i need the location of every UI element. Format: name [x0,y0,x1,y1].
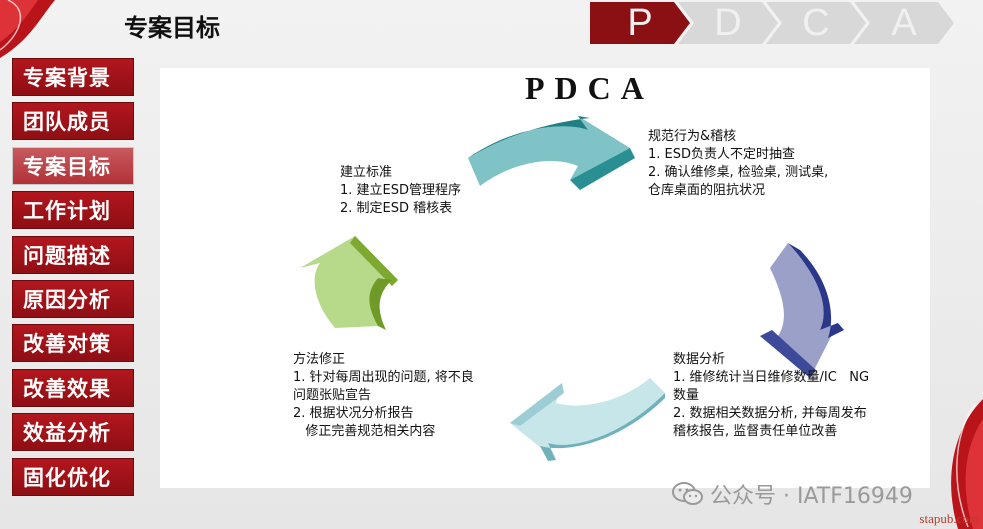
act-item-2: 2. 根据状况分析报告 [293,406,414,421]
sidebar-item-cause[interactable]: 原因分析 [12,279,134,318]
watermark-text: 公众号 · IATF16949 [710,484,913,509]
do-item-2-cont: 仓库桌面的阻抗状况 [648,183,766,198]
do-text-block: 规范行为&稽核 1. ESD负责人不定时抽查 2. 确认维修桌, 检验桌, 测试… [648,128,828,200]
page-title: 专案目标 [124,14,220,42]
plan-item-2: 2. 制定ESD 稽核表 [340,201,453,216]
check-item-2: 2. 数据相关数据分析, 并每周发布 [673,406,867,421]
pdca-tabs: P D C A [590,2,960,44]
do-arrow-icon [468,116,635,190]
act-item-1: 1. 针对每周出现的问题, 将不良 [293,370,474,385]
site-watermark: stapub.com [919,511,979,526]
diagram-title: PDCA [525,70,654,106]
act-item-1-cont: 问题张贴宣告 [293,388,372,403]
check-heading: 数据分析 [673,352,726,367]
check-text-block: 数据分析 1. 维修统计当日维修数量/IC NG 数量 2. 数据相关数据分析,… [673,351,869,441]
check-item-1: 1. 维修统计当日维修数量/IC NG [673,370,870,385]
tab-c[interactable]: C [766,2,866,44]
act-text-block: 方法修正 1. 针对每周出现的问题, 将不良 问题张贴宣告 2. 根据状况分析报… [293,351,474,441]
sidebar-item-plan[interactable]: 工作计划 [12,191,134,230]
check-item-1-cont: 数量 [673,388,700,403]
sidebar-item-standardize[interactable]: 固化优化 [12,457,134,496]
watermark: 公众号 · IATF16949 [672,478,913,510]
plan-arrow-icon [300,236,398,330]
sidebar-item-background[interactable]: 专案背景 [12,58,134,96]
sidebar-item-countermeasure[interactable]: 改善对策 [12,324,134,363]
pdca-cycle-diagram [300,116,844,461]
do-item-1: 1. ESD负责人不定时抽查 [648,147,796,162]
plan-heading: 建立标准 [340,165,393,180]
act-arrow-icon [510,378,665,461]
sidebar-item-team[interactable]: 团队成员 [12,102,134,141]
content-panel: PDCA [160,68,930,488]
tab-p[interactable]: P [590,2,690,44]
do-item-2: 2. 确认维修桌, 检验桌, 测试桌, [648,165,829,180]
sidebar-menu: 专案背景 团队成员 专案目标 工作计划 问题描述 原因分析 改善对策 改善效果 … [12,58,134,502]
sidebar-item-problem[interactable]: 问题描述 [12,235,134,274]
sidebar-item-benefit[interactable]: 效益分析 [12,413,134,452]
tab-d[interactable]: D [678,2,778,44]
sidebar-item-effect[interactable]: 改善效果 [12,368,134,407]
ribbon-decoration [0,0,55,58]
check-arrow-icon [760,243,844,378]
tab-a[interactable]: A [854,2,954,44]
sidebar-item-goal[interactable]: 专案目标 [12,146,134,185]
plan-item-1: 1. 建立ESD管理程序 [340,183,462,198]
act-heading: 方法修正 [293,352,346,367]
act-item-2-cont: 修正完善规范相关内容 [293,424,436,439]
plan-text-block: 建立标准 1. 建立ESD管理程序 2. 制定ESD 稽核表 [340,164,461,218]
wechat-icon [672,482,703,505]
do-heading: 规范行为&稽核 [648,129,737,144]
ribbon-decoration-bottom [951,399,983,529]
check-item-2-cont: 稽核报告, 监督责任单位改善 [673,424,838,439]
